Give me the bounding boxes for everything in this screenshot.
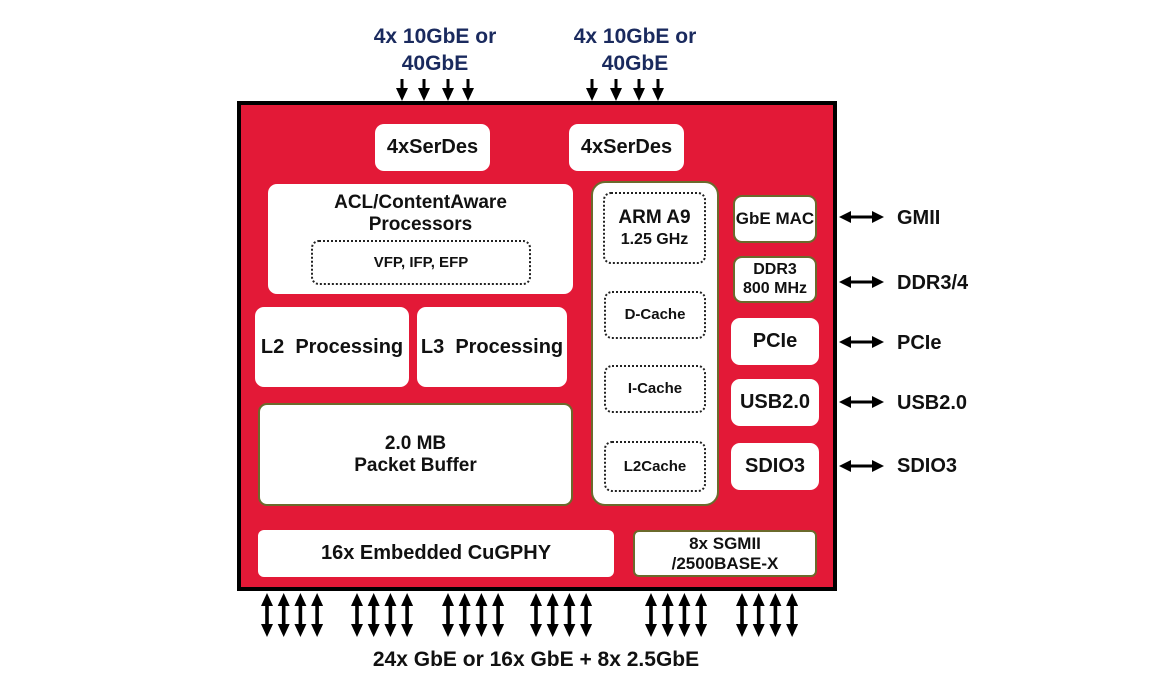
acl-sub-block: VFP, IFP, EFP: [311, 240, 531, 285]
pcie-label: PCIe: [752, 330, 798, 352]
bidirectional-arrow-icon: [839, 460, 884, 472]
vertical-bidirectional-arrow-icon: [367, 593, 380, 637]
sgmii-label-line2: /2500BASE-X: [671, 553, 779, 573]
bidirectional-arrow-icon: [839, 211, 884, 223]
vertical-bidirectional-arrow-icon: [277, 593, 290, 637]
down-arrow-icon: [610, 79, 622, 101]
bidirectional-arrow-icon: [839, 396, 884, 408]
vertical-bidirectional-arrow-icon: [492, 593, 505, 637]
gbe-mac-block: GbE MAC: [733, 195, 817, 243]
cugphy-block: 16x Embedded CuGPHY: [258, 530, 614, 577]
icache-block: I-Cache: [604, 365, 706, 413]
vertical-bidirectional-arrow-icon: [661, 593, 674, 637]
vertical-bidirectional-arrow-icon: [401, 593, 414, 637]
l3-processing-block: L3 Processing: [417, 307, 567, 387]
serdes-label-2: 4xSerDes: [580, 136, 673, 158]
ddr3-frequency: 800 MHz: [742, 279, 808, 297]
vertical-bidirectional-arrow-icon: [530, 593, 542, 637]
bottom-ports-label: 24x GbE or 16x GbE + 8x 2.5GbE: [372, 648, 700, 671]
vertical-bidirectional-arrow-icon: [475, 593, 488, 637]
vertical-bidirectional-arrow-icon: [384, 593, 397, 637]
l2-processing-label: L2 Processing: [260, 335, 404, 358]
interface-label-pcie: PCIe: [897, 332, 942, 354]
vertical-bidirectional-arrow-icon: [261, 593, 273, 637]
acl-sub-label: VFP, IFP, EFP: [373, 253, 469, 271]
ddr3-label: DDR3: [753, 261, 797, 279]
l2cache-label: L2Cache: [623, 457, 687, 475]
vertical-bidirectional-arrow-icon: [769, 593, 782, 637]
vertical-bidirectional-arrow-icon: [752, 593, 765, 637]
top-port-label-2-line1: 4x 10GbE or: [573, 25, 697, 48]
l2cache-block: L2Cache: [604, 441, 706, 492]
sgmii-block: 8x SGMII /2500BASE-X: [633, 530, 817, 577]
down-arrow-icon: [442, 79, 454, 101]
sdio-label: SDIO3: [744, 455, 806, 477]
vertical-bidirectional-arrow-icon: [563, 593, 576, 637]
down-arrow-icon: [462, 79, 474, 101]
interface-label-sdio: SDIO3: [897, 455, 958, 477]
pcie-block: PCIe: [731, 318, 819, 365]
down-arrow-icon: [633, 79, 645, 101]
top-port-label-2: 4x 10GbE or 40GbE: [535, 23, 735, 77]
acl-title-line2: Processors: [368, 213, 473, 235]
arm-core-label: ARM A9: [618, 207, 691, 228]
cugphy-label: 16x Embedded CuGPHY: [320, 542, 552, 564]
vertical-bidirectional-arrow-icon: [786, 593, 799, 637]
vertical-bidirectional-arrow-icon: [736, 593, 748, 637]
packet-buffer-block: 2.0 MB Packet Buffer: [258, 403, 573, 506]
vertical-bidirectional-arrow-icon: [311, 593, 324, 637]
vertical-bidirectional-arrow-icon: [546, 593, 559, 637]
top-port-label-2-line2: 40GbE: [601, 52, 669, 75]
interface-label-ddr: DDR3/4: [897, 272, 969, 294]
sdio-block: SDIO3: [731, 443, 819, 490]
icache-label: I-Cache: [627, 380, 683, 397]
dcache-label: D-Cache: [624, 306, 686, 323]
down-arrow-icon: [418, 79, 430, 101]
vertical-bidirectional-arrow-icon: [645, 593, 657, 637]
top-port-label-1-line2: 40GbE: [401, 52, 469, 75]
l2-processing-block: L2 Processing: [255, 307, 409, 387]
packet-buffer-label: Packet Buffer: [354, 454, 477, 476]
acl-title-line1: ACL/ContentAware: [334, 192, 507, 213]
vertical-bidirectional-arrow-icon: [351, 593, 363, 637]
vertical-bidirectional-arrow-icon: [442, 593, 454, 637]
bidirectional-arrow-icon: [839, 276, 884, 288]
sgmii-label-line1: 8x SGMII: [689, 533, 761, 553]
packet-buffer-size: 2.0 MB: [384, 432, 447, 454]
down-arrow-icon: [586, 79, 598, 101]
vertical-bidirectional-arrow-icon: [294, 593, 307, 637]
l3-processing-label: L3 Processing: [420, 335, 564, 358]
vertical-bidirectional-arrow-icon: [580, 593, 593, 637]
serdes-block-1: 4xSerDes: [375, 124, 490, 171]
ddr3-block: DDR3 800 MHz: [733, 256, 817, 303]
top-port-label-1-line1: 4x 10GbE or: [373, 25, 497, 48]
usb-block: USB2.0: [731, 379, 819, 426]
dcache-block: D-Cache: [604, 291, 706, 339]
vertical-bidirectional-arrow-icon: [458, 593, 471, 637]
down-arrow-icon: [652, 79, 664, 101]
down-arrow-icon: [396, 79, 408, 101]
interface-label-usb: USB2.0: [897, 392, 968, 414]
top-port-arrows: [396, 79, 664, 101]
arm-core-frequency: 1.25 GHz: [620, 230, 689, 248]
usb-label: USB2.0: [739, 391, 811, 413]
serdes-block-2: 4xSerDes: [569, 124, 684, 171]
interface-label-gmii: GMII: [897, 207, 941, 229]
gbe-mac-label: GbE MAC: [735, 209, 815, 229]
interface-arrows: [839, 211, 884, 472]
serdes-label-1: 4xSerDes: [386, 136, 479, 158]
top-port-label-1: 4x 10GbE or 40GbE: [335, 23, 535, 77]
bidirectional-arrow-icon: [839, 336, 884, 348]
arm-core-block: ARM A9 1.25 GHz: [603, 192, 706, 264]
bottom-port-arrows: [261, 593, 799, 637]
vertical-bidirectional-arrow-icon: [678, 593, 691, 637]
vertical-bidirectional-arrow-icon: [695, 593, 708, 637]
